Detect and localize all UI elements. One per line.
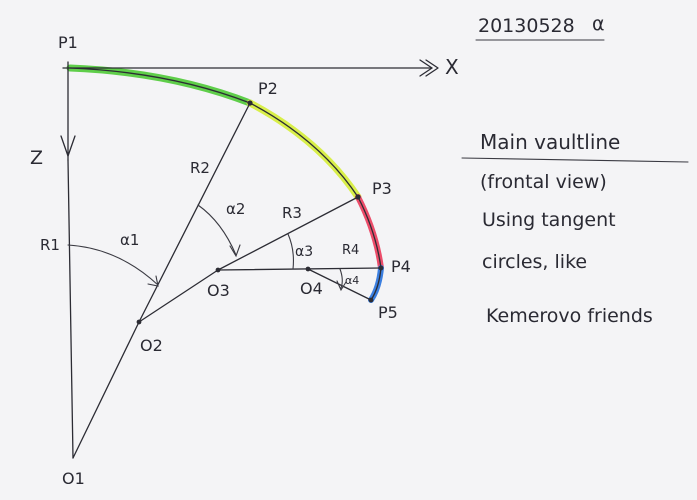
note-line-1: (frontal view) <box>480 171 607 193</box>
label-o1: O1 <box>62 469 85 488</box>
angle-a2-arc <box>197 204 237 256</box>
x-axis-arrow-icon <box>419 59 439 77</box>
z-axis-arrow-icon <box>60 135 76 157</box>
note-title-underline <box>461 157 689 163</box>
angle-a2-arrow-icon <box>229 244 241 258</box>
label-p1: P1 <box>58 33 78 52</box>
z-axis-label: Z <box>30 147 43 169</box>
label-p3: P3 <box>372 179 392 198</box>
center-o4-dot <box>305 266 311 272</box>
label-a2: α2 <box>226 200 245 218</box>
line-o2-o3 <box>138 269 219 323</box>
label-r3: R3 <box>282 204 302 222</box>
note-line-4: Kemerovo friends <box>486 305 653 327</box>
label-a1: α1 <box>120 231 139 249</box>
angle-a4-arrow-icon <box>336 280 347 292</box>
label-o4: O4 <box>300 279 323 298</box>
label-p4: P4 <box>391 257 411 276</box>
line-o1-o2 <box>72 321 140 459</box>
label-o3: O3 <box>207 281 230 300</box>
label-a3: α3 <box>295 244 313 260</box>
label-p2: P2 <box>258 79 278 98</box>
center-o3-dot <box>215 267 221 273</box>
center-o2-dot <box>136 319 142 325</box>
angle-a1-arc <box>67 244 159 286</box>
date-code: 20130528 <box>478 15 575 37</box>
radius-r4-line <box>307 268 372 301</box>
note-line-2: Using tangent <box>482 209 616 231</box>
point-p5-dot <box>368 297 374 303</box>
angle-a3-arc <box>287 233 294 270</box>
angle-a1-arrow-icon <box>147 275 159 287</box>
label-r2: R2 <box>190 159 210 177</box>
x-axis-label: X <box>445 55 459 79</box>
radius-r1-line <box>67 159 74 459</box>
line-o3-p4 <box>217 267 382 271</box>
label-p5: P5 <box>378 303 398 322</box>
note-title: Main vaultline <box>480 130 620 154</box>
note-line-3: circles, like <box>482 251 587 273</box>
label-r4: R4 <box>342 243 359 258</box>
point-p4-dot <box>378 265 384 271</box>
label-o2: O2 <box>140 336 163 355</box>
label-a4: α4 <box>345 274 359 287</box>
date-suffix: α <box>592 13 605 35</box>
point-p3-dot <box>355 194 361 200</box>
angle-a4-arc <box>339 268 343 289</box>
point-p2-dot <box>247 100 253 106</box>
label-r1: R1 <box>40 236 60 254</box>
